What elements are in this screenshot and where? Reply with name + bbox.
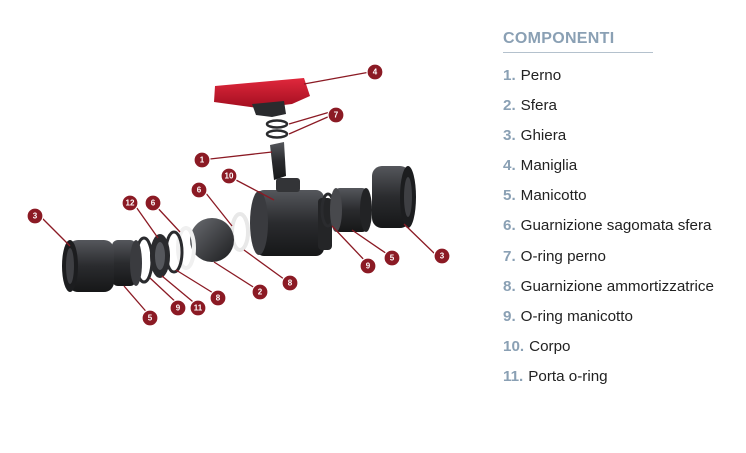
legend-item: 11.Porta o-ring — [503, 362, 743, 392]
legend-item-label: Porta o-ring — [528, 367, 608, 385]
callout-5-right: 5 — [383, 249, 401, 267]
legend-item: 4.Maniglia — [503, 151, 743, 181]
svg-text:3: 3 — [440, 252, 445, 261]
legend-item-number: 6. — [503, 217, 516, 235]
legend-item-number: 1. — [503, 67, 516, 84]
svg-text:8: 8 — [288, 279, 293, 288]
callout-9-left: 9 — [169, 299, 187, 317]
legend-item-label: Guarnizione sagomata sfera — [520, 217, 712, 235]
legend-item: 1.Perno — [503, 61, 743, 91]
callout-7: 7 — [327, 106, 345, 124]
ball-part — [190, 218, 234, 262]
callout-6-left: 6 — [144, 194, 162, 212]
legend-item-label: Guarnizione ammortizzatrice — [520, 277, 714, 295]
legend-item-label: Maniglia — [520, 157, 578, 175]
legend-item-label: O-ring manicotto — [520, 307, 633, 325]
svg-text:11: 11 — [194, 304, 203, 313]
legend-item-number: 3. — [503, 127, 516, 145]
callout-1: 1 — [193, 151, 211, 169]
callout-3-left: 3 — [26, 207, 44, 225]
handle-part — [214, 78, 310, 117]
svg-text:9: 9 — [366, 262, 371, 271]
svg-text:5: 5 — [148, 314, 153, 323]
stem-o-ring-lower — [265, 129, 289, 139]
callout-4: 4 — [366, 63, 384, 81]
svg-text:6: 6 — [151, 199, 156, 208]
callout-2: 2 — [251, 283, 269, 301]
legend-list: 1.Perno 2.Sfera 3.Ghiera 4.Maniglia 5.Ma… — [503, 61, 743, 392]
legend-item: 7.O-ring perno — [503, 242, 743, 272]
svg-text:12: 12 — [126, 199, 135, 208]
legend-item-number: 9. — [503, 307, 516, 325]
legend-item-label: Corpo — [529, 337, 571, 355]
legend-item-label: Ghiera — [520, 127, 567, 145]
svg-text:2: 2 — [258, 288, 263, 297]
legend-item-label: Perno — [520, 67, 562, 84]
callout-11: 11 — [189, 299, 207, 317]
callout-8-right: 8 — [281, 274, 299, 292]
svg-text:5: 5 — [390, 254, 395, 263]
carrier-inner — [155, 242, 165, 270]
legend-item: 8.Guarnizione ammortizzatrice — [503, 272, 743, 302]
legend-item-number: 2. — [503, 97, 516, 115]
legend-item-number: 11. — [503, 367, 524, 385]
svg-text:4: 4 — [373, 68, 378, 77]
components-legend: COMPONENTI 1.Perno 2.Sfera 3.Ghiera 4.Ma… — [503, 30, 743, 392]
right-cushion-gasket — [230, 212, 250, 252]
left-end-connector-part — [112, 240, 142, 286]
legend-item-number: 8. — [503, 277, 516, 295]
svg-text:3: 3 — [33, 212, 38, 221]
valve-body-part — [250, 178, 332, 256]
svg-text:6: 6 — [197, 186, 202, 195]
legend-item-number: 7. — [503, 247, 516, 265]
legend-item-number: 5. — [503, 187, 516, 205]
right-union-nut-part — [372, 166, 416, 228]
callout-10: 10 — [220, 167, 238, 185]
callout-6-right: 6 — [190, 181, 208, 199]
legend-item-label: O-ring perno — [520, 247, 606, 265]
left-seat-gasket — [176, 226, 196, 270]
callout-3-right: 3 — [433, 247, 451, 265]
legend-item: 2.Sfera — [503, 91, 743, 121]
stem-part — [270, 142, 286, 180]
legend-item: 10.Corpo — [503, 332, 743, 362]
callout-5-left: 5 — [141, 309, 159, 327]
svg-text:9: 9 — [176, 304, 181, 313]
legend-item-number: 10. — [503, 337, 525, 355]
right-end-connector-part — [330, 188, 372, 232]
left-union-nut-part — [62, 240, 114, 292]
legend-item-number: 4. — [503, 157, 516, 175]
legend-item-label: Manicotto — [520, 187, 587, 205]
svg-text:7: 7 — [334, 111, 339, 120]
callout-9-right: 9 — [359, 257, 377, 275]
legend-item: 6.Guarnizione sagomata sfera — [503, 211, 743, 241]
legend-item: 9.O-ring manicotto — [503, 302, 743, 332]
legend-item: 3.Ghiera — [503, 121, 743, 151]
legend-item: 5.Manicotto — [503, 181, 743, 211]
callout-8-left: 8 — [209, 289, 227, 307]
legend-title: COMPONENTI — [503, 30, 653, 53]
exploded-ball-valve-diagram: 4 7 1 10 6 12 6 3 3 5 9 8 2 8 11 9 5 — [26, 63, 451, 327]
callout-12: 12 — [121, 194, 139, 212]
svg-text:1: 1 — [200, 156, 205, 165]
stem-o-ring-upper — [265, 119, 289, 129]
svg-text:8: 8 — [216, 294, 221, 303]
svg-text:10: 10 — [225, 172, 234, 181]
legend-item-label: Sfera — [520, 97, 557, 115]
